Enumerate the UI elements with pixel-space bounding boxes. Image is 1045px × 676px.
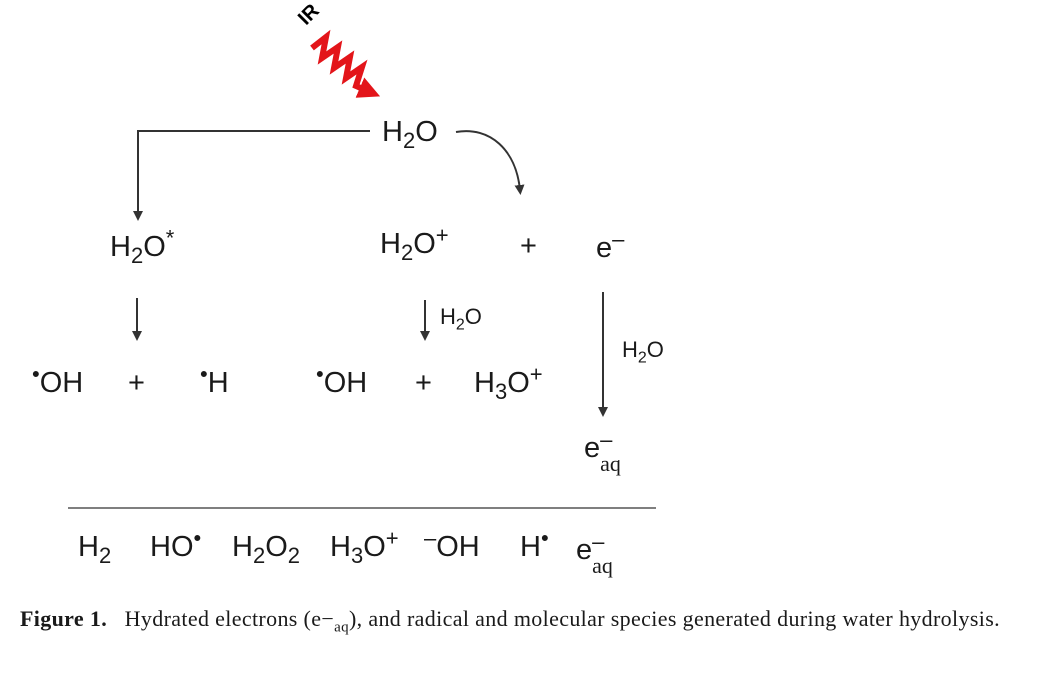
caption-label: Figure 1.: [20, 606, 108, 631]
product-h-radical: H•: [520, 527, 549, 563]
h2o-cation-base: H: [380, 228, 401, 260]
h2o-excited: H2O*: [110, 227, 174, 266]
arrow-label-h2o-mid: H2O: [440, 304, 482, 333]
arrow-label-h2o-mid-base: H: [440, 304, 456, 329]
h2o-excited-rest: O: [143, 231, 166, 263]
arrow-to-ionization: [455, 130, 525, 195]
product-h3o-sup: +: [385, 525, 399, 551]
product-h3o-base: H: [330, 531, 351, 563]
product-h2o2-rest: O: [265, 531, 288, 563]
h3o-cation-rest: O: [507, 367, 530, 399]
h2o-cation-sub: 2: [400, 239, 414, 265]
arrow-label-h2o-right: H2O: [622, 337, 664, 366]
product-h2-sub: 2: [98, 542, 112, 568]
ir-wave-arrow: [310, 29, 381, 98]
product-eaq-base: e: [576, 534, 593, 566]
caption-text-before: Hydrated electrons (e−: [124, 606, 335, 631]
h3o-cation-sub: 3: [494, 378, 508, 404]
product-h-radical-base: H: [520, 531, 541, 563]
arrow-label-h2o-right-sub: 2: [637, 349, 647, 367]
oh-radical-left-text: OH: [39, 367, 84, 399]
h2o-excited-sub: 2: [130, 242, 144, 268]
product-ho-radical-base: HO: [150, 531, 194, 563]
arrow-label-h2o-mid-rest: O: [464, 304, 482, 329]
product-eaq-sub: aq: [592, 553, 613, 578]
figure-caption: Figure 1. Hydrated electrons (e−aq), and…: [20, 602, 1028, 636]
h2o-excited-sup: *: [165, 225, 175, 251]
h2o-cation: H2O+: [380, 224, 449, 263]
product-eaq-sup: –: [592, 529, 605, 554]
product-ho-radical-dot: •: [193, 525, 202, 551]
oh-radical-mid: •OH: [316, 363, 368, 399]
product-hydroxide-pre: –: [424, 525, 437, 551]
hydrated-electron-sup: –: [600, 427, 613, 452]
product-h2o2-sub: 2: [252, 542, 266, 568]
product-h2-base: H: [78, 531, 99, 563]
arrow-label-h2o-mid-sub: 2: [455, 316, 465, 334]
h2o-top-base: H: [382, 116, 403, 148]
oh-radical-left-dot: •: [32, 361, 40, 387]
h2o-cation-sup: +: [435, 222, 449, 248]
electron-sup: –: [612, 226, 625, 252]
product-hydroxide-base: OH: [436, 531, 480, 563]
h2o-cation-rest: O: [413, 228, 436, 260]
h2o-top: H2O: [382, 116, 438, 152]
product-h2o2-sub2: 2: [287, 542, 301, 568]
h2o-top-sub: 2: [402, 127, 416, 153]
product-h-radical-dot: •: [540, 525, 549, 551]
plus-sign-mid: +: [415, 367, 432, 399]
h2o-top-rest: O: [415, 116, 438, 148]
arrow-label-h2o-right-rest: O: [646, 337, 664, 362]
hydrated-electron: e – aq: [584, 429, 626, 475]
product-hydroxide: –OH: [424, 527, 480, 563]
h3o-cation-sup: +: [529, 361, 543, 387]
h-radical-dot: •: [200, 361, 208, 387]
oh-radical-mid-text: OH: [323, 367, 368, 399]
caption-text-after: ), and radical and molecular species gen…: [348, 606, 1000, 631]
h-radical: •H: [200, 363, 229, 399]
product-hydrated-electron: e – aq: [576, 531, 618, 577]
product-h2: H2: [78, 531, 111, 567]
hydrated-electron-sub: aq: [600, 451, 621, 476]
h2o-excited-base: H: [110, 231, 131, 263]
plus-sign-left: +: [128, 367, 145, 399]
product-h2o2: H2O2: [232, 531, 300, 567]
h3o-cation: H3O+: [474, 363, 543, 402]
electron: e–: [596, 228, 624, 264]
h-radical-text: H: [207, 367, 229, 399]
arrow-label-h2o-right-base: H: [622, 337, 638, 362]
product-h3o-rest: O: [363, 531, 386, 563]
plus-sign-ionization: +: [520, 230, 537, 262]
product-ho-radical: HO•: [150, 527, 201, 563]
oh-radical-mid-dot: •: [316, 361, 324, 387]
product-h3o-sub: 3: [350, 542, 364, 568]
oh-radical-left: •OH: [32, 363, 84, 399]
caption-sub: aq: [334, 619, 349, 636]
arrow-to-excited: [133, 130, 370, 221]
hydrated-electron-base: e: [584, 432, 601, 464]
product-h3o-cation: H3O+: [330, 527, 399, 566]
h3o-cation-base: H: [474, 367, 495, 399]
product-h2o2-base: H: [232, 531, 253, 563]
electron-base: e: [596, 232, 613, 264]
